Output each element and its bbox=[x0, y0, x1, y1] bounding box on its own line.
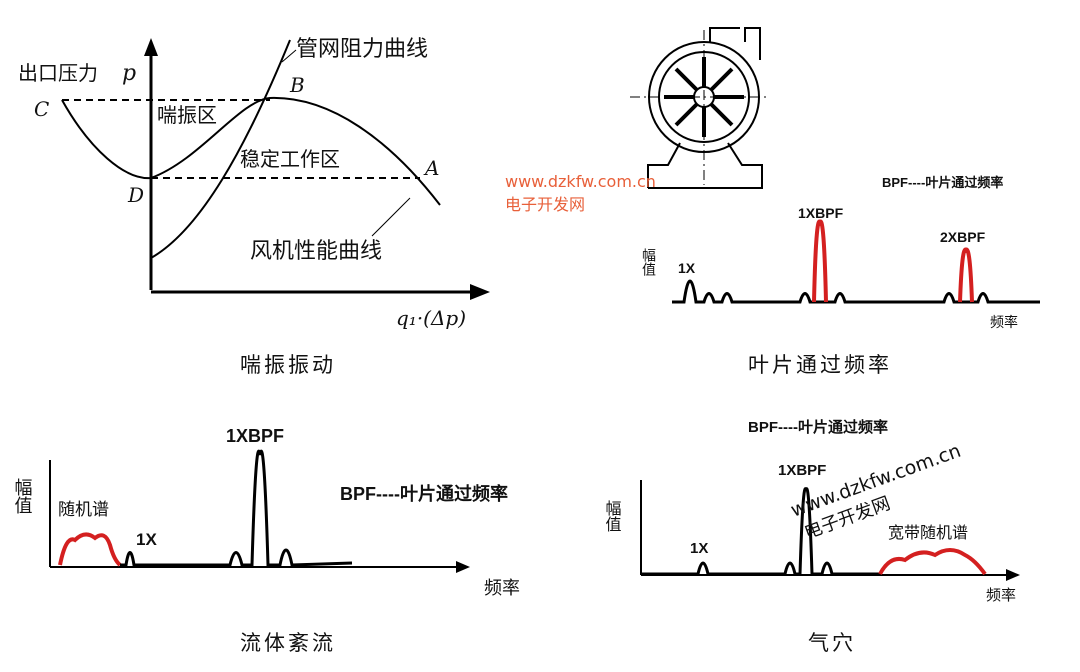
peak-1xbpf bbox=[812, 219, 828, 303]
point-a-label: A bbox=[423, 156, 439, 180]
point-b-label: B bbox=[289, 73, 305, 97]
caption-cavitation: 气穴 bbox=[808, 631, 856, 655]
pipe-curve-label: 管网阻力曲线 bbox=[296, 37, 428, 62]
pipe-resistance-curve bbox=[150, 39, 291, 259]
1x-label: 1X bbox=[690, 540, 708, 557]
bpf-chart: BPF----叶片通过频率 1XBPF 2XBPF 幅值 1X 频率 叶片通过频… bbox=[640, 175, 1040, 377]
legend-label: BPF----叶片通过频率 bbox=[748, 418, 888, 436]
1x-label: 1X bbox=[136, 530, 157, 549]
peak-2xbpf-label: 2XBPF bbox=[940, 229, 986, 245]
stable-zone-label: 稳定工作区 bbox=[240, 147, 340, 171]
spectrum-line bbox=[120, 449, 353, 567]
random-spectrum-label: 宽带随机谱 bbox=[888, 523, 968, 542]
legend-label: BPF----叶片通过频率 bbox=[882, 175, 1003, 190]
x-axis-arrow-icon bbox=[470, 284, 490, 300]
x-axis-label: 频率 bbox=[986, 586, 1016, 604]
y-axis-label: 出口压力 bbox=[18, 61, 98, 85]
point-c-label: C bbox=[34, 97, 49, 121]
y-axis-label: 幅值 bbox=[12, 478, 33, 514]
surge-zone-label: 喘振区 bbox=[157, 103, 217, 127]
turbulence-chart: 幅值 随机谱 1X 1XBPF BPF----叶片通过频率 频率 流体紊流 bbox=[12, 426, 521, 655]
watermark-url: www.dzkfw.com.cn bbox=[505, 172, 656, 191]
surge-chart: 出口压力 p 管网阻力曲线 B C 喘振区 稳定工作区 A D 风机性能曲线 q… bbox=[18, 37, 490, 377]
cavitation-chart: BPF----叶片通过频率 1XBPF 幅值 1X 宽带随机谱 频率 气穴 bbox=[603, 418, 1020, 655]
leader-line bbox=[281, 49, 297, 63]
x-axis-arrow-icon bbox=[1006, 569, 1020, 581]
x-axis-label: 频率 bbox=[484, 578, 520, 599]
y-var-label: p bbox=[122, 61, 136, 86]
random-spectrum bbox=[58, 532, 122, 567]
peak-1xbpf-label: 1XBPF bbox=[778, 462, 826, 479]
caption-surge: 喘振振动 bbox=[240, 353, 336, 377]
fan-curve-label: 风机性能曲线 bbox=[250, 239, 382, 264]
peak-2xbpf bbox=[958, 247, 974, 303]
y-axis-arrow-icon bbox=[144, 38, 158, 56]
caption-bpf: 叶片通过频率 bbox=[748, 353, 892, 377]
fan-illustration bbox=[630, 27, 770, 189]
watermark-name: 电子开发网 bbox=[505, 195, 585, 214]
x-axis-arrow-icon bbox=[456, 561, 470, 573]
legend-label: BPF----叶片通过频率 bbox=[340, 483, 508, 504]
random-spectrum-label: 随机谱 bbox=[58, 500, 109, 520]
broadband-random-spectrum bbox=[878, 548, 987, 576]
fan-performance-curve bbox=[61, 96, 441, 206]
spectrum-line bbox=[641, 487, 880, 576]
y-axis-label: 幅值 bbox=[640, 248, 656, 276]
leader-line bbox=[371, 197, 411, 237]
peak-1xbpf-label: 1XBPF bbox=[226, 426, 284, 446]
peak-1xbpf-label: 1XBPF bbox=[798, 205, 844, 221]
1x-label: 1X bbox=[678, 260, 696, 276]
y-axis-label: 幅值 bbox=[603, 500, 622, 532]
spectrum-line bbox=[672, 279, 1040, 304]
point-d-label: D bbox=[127, 183, 144, 207]
caption-turbulence: 流体紊流 bbox=[240, 631, 336, 655]
x-axis-label: 频率 bbox=[990, 314, 1018, 331]
x-axis-label: q₁·(Δp) bbox=[396, 306, 466, 330]
